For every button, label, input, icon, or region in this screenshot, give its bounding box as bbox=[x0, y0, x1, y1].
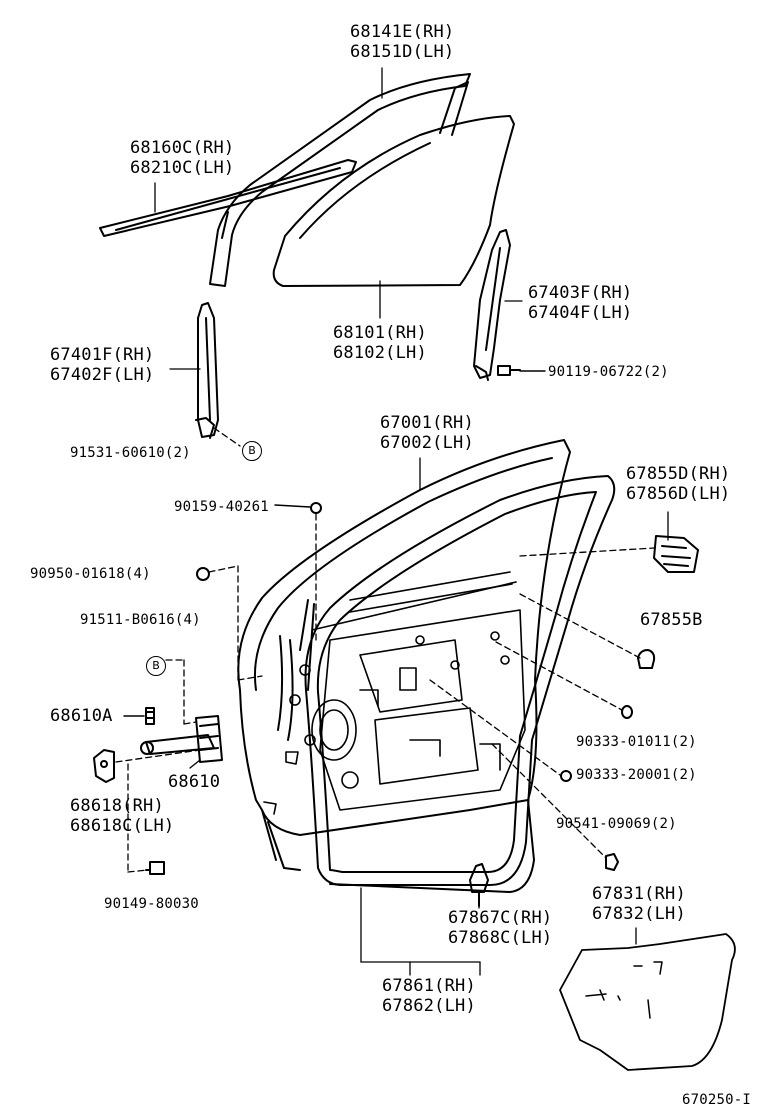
label-67403f: 67403F(RH) bbox=[528, 283, 633, 303]
clip-67867c bbox=[469, 863, 489, 907]
screw-90149 bbox=[145, 861, 165, 875]
label-68610: 68610 bbox=[168, 772, 221, 792]
label-90333-20001: 90333-20001(2) bbox=[576, 767, 697, 783]
label-68160c: 68160C(RH) bbox=[130, 138, 235, 158]
label-67001: 67001(RH) bbox=[380, 413, 474, 433]
label-90950-01618: 90950-01618(4) bbox=[30, 566, 151, 582]
label-90333-01011: 90333-01011(2) bbox=[576, 734, 697, 750]
window-run-channel bbox=[209, 73, 471, 287]
door-glass bbox=[272, 115, 515, 287]
label-68141e: 68141E(RH) bbox=[350, 22, 455, 42]
label-67401f: 67401F(RH) bbox=[50, 345, 155, 365]
hinge-cover bbox=[93, 749, 115, 783]
label-91511-b0616: 91511-B0616(4) bbox=[80, 612, 201, 628]
label-67404f: 67404F(LH) bbox=[528, 303, 633, 323]
label-90149-80030: 90149-80030 bbox=[104, 896, 199, 912]
run-channel-front bbox=[195, 302, 219, 439]
label-67867c: 67867C(RH) bbox=[448, 908, 553, 928]
label-68101: 68101(RH) bbox=[333, 323, 427, 343]
belt-line bbox=[311, 581, 517, 631]
dashed-leader-lines bbox=[115, 427, 655, 873]
bracket-67855d bbox=[653, 535, 699, 573]
label-90119-06722: 90119-06722(2) bbox=[548, 364, 669, 380]
label-68210c: 68210C(LH) bbox=[130, 158, 235, 178]
ref-b-circle-upper: B bbox=[242, 441, 262, 461]
label-67861: 67861(RH) bbox=[382, 976, 476, 996]
label-67856d: 67856D(LH) bbox=[626, 484, 731, 504]
label-67402f: 67402F(LH) bbox=[50, 365, 155, 385]
label-68610a: 68610A bbox=[50, 706, 113, 726]
label-68102: 68102(LH) bbox=[333, 343, 427, 363]
diagram-code: 670250-I bbox=[682, 1092, 752, 1108]
ref-b-circle-lower: B bbox=[146, 656, 166, 676]
screw-90119 bbox=[497, 365, 521, 376]
label-91531-60610: 91531-60610(2) bbox=[70, 445, 191, 461]
service-cover bbox=[559, 933, 736, 1071]
label-90159-40261: 90159-40261 bbox=[174, 499, 269, 515]
label-67831: 67831(RH) bbox=[592, 884, 686, 904]
label-67832: 67832(LH) bbox=[592, 904, 686, 924]
bolt-68610a bbox=[145, 707, 155, 725]
label-68618: 68618(RH) bbox=[70, 796, 164, 816]
label-90541-09069: 90541-09069(2) bbox=[556, 816, 677, 832]
cap-90333-20001 bbox=[560, 770, 572, 782]
clip-90541 bbox=[605, 853, 619, 871]
label-67855d: 67855D(RH) bbox=[626, 464, 731, 484]
cap-67855b bbox=[637, 649, 656, 669]
label-67855b: 67855B bbox=[640, 610, 703, 630]
inner-panel bbox=[263, 571, 526, 815]
weatherstrip bbox=[304, 475, 616, 886]
label-67002: 67002(LH) bbox=[380, 433, 474, 453]
label-68618c: 68618C(LH) bbox=[70, 816, 175, 836]
label-68151d: 68151D(LH) bbox=[350, 42, 455, 62]
belt-moulding bbox=[99, 159, 357, 237]
label-67862: 67862(LH) bbox=[382, 996, 476, 1016]
clip-90159 bbox=[310, 502, 322, 514]
leader-lines bbox=[154, 67, 669, 976]
cap-90333-01011 bbox=[621, 705, 633, 719]
run-channel-rear bbox=[473, 229, 511, 381]
label-67868c: 67868C(LH) bbox=[448, 928, 553, 948]
clip-90950 bbox=[196, 567, 210, 581]
